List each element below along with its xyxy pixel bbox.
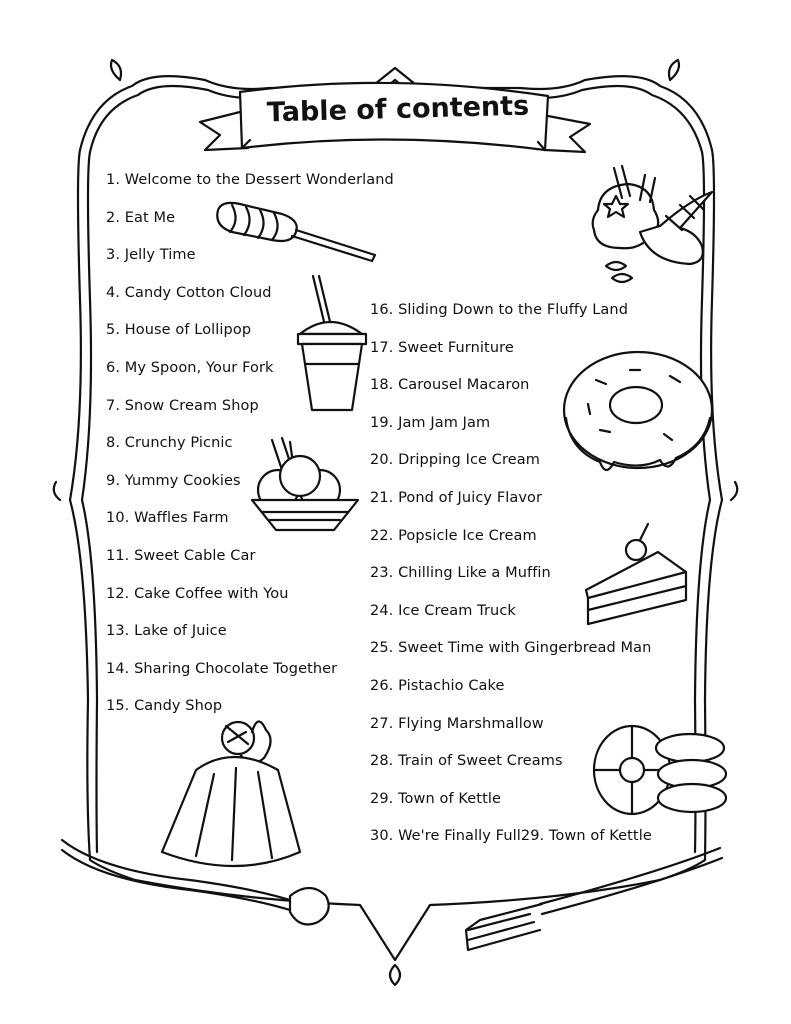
toc-item: 13. Lake of Juice bbox=[106, 623, 227, 640]
toc-item: 23. Chilling Like a Muffin bbox=[370, 565, 551, 582]
toc-item: 16. Sliding Down to the Fluffy Land bbox=[370, 302, 628, 318]
toc-item: 4. Candy Cotton Cloud bbox=[106, 284, 272, 301]
toc-item: 28. Train of Sweet Creams bbox=[370, 753, 563, 770]
cake-slice-icon bbox=[584, 522, 688, 626]
toc-item: 1. Welcome to the Dessert Wonderland bbox=[106, 172, 394, 188]
drink-cup-icon bbox=[296, 274, 368, 412]
lollipop-icon bbox=[216, 201, 377, 263]
toc-item: 14. Sharing Chocolate Together bbox=[106, 660, 338, 677]
ice-cream-basket-icon bbox=[250, 436, 360, 532]
toc-item: 11. Sweet Cable Car bbox=[106, 548, 256, 564]
toc-item: 6. My Spoon, Your Fork bbox=[106, 360, 274, 376]
donut-icon bbox=[562, 350, 714, 472]
toc-item: 2. Eat Me bbox=[106, 209, 176, 226]
toc-item: 12. Cake Coffee with You bbox=[106, 585, 289, 602]
fork-icon bbox=[464, 846, 724, 952]
toc-item: 22. Popsicle Ice Cream bbox=[370, 527, 537, 544]
toc-item: 20. Dripping Ice Cream bbox=[370, 452, 540, 469]
toc-item: 10. Waffles Farm bbox=[106, 510, 229, 527]
toc-item: 9. Yummy Cookies bbox=[106, 472, 241, 489]
toc-item: 21. Pond of Juicy Flavor bbox=[370, 490, 543, 506]
toc-item: 25. Sweet Time with Gingerbread Man bbox=[370, 640, 652, 657]
toc-item: 7. Snow Cream Shop bbox=[106, 397, 259, 414]
toc-item: 19. Jam Jam Jam bbox=[370, 414, 491, 431]
toc-item: 30. We're Finally Full29. Town of Kettle bbox=[370, 828, 652, 845]
toc-item: 24. Ice Cream Truck bbox=[370, 602, 516, 619]
toc-item: 18. Carousel Macaron bbox=[370, 377, 530, 394]
toc-item: 26. Pistachio Cake bbox=[370, 678, 505, 694]
toc-item: 8. Crunchy Picnic bbox=[106, 435, 233, 452]
ice-cream-icon bbox=[591, 164, 714, 284]
peppermint-candy-icon bbox=[592, 724, 728, 816]
toc-item: 15. Candy Shop bbox=[106, 698, 223, 715]
toc-item: 27. Flying Marshmallow bbox=[370, 715, 544, 732]
toc-item: 29. Town of Kettle bbox=[370, 790, 502, 807]
jelly-pudding-icon bbox=[160, 720, 302, 868]
spoon-icon bbox=[60, 838, 330, 926]
title-ribbon bbox=[198, 81, 592, 154]
toc-item: 5. House of Lollipop bbox=[106, 322, 252, 339]
toc-item: 17. Sweet Furniture bbox=[370, 339, 514, 356]
toc-item: 3. Jelly Time bbox=[106, 247, 196, 264]
ornamental-frame bbox=[52, 58, 739, 987]
